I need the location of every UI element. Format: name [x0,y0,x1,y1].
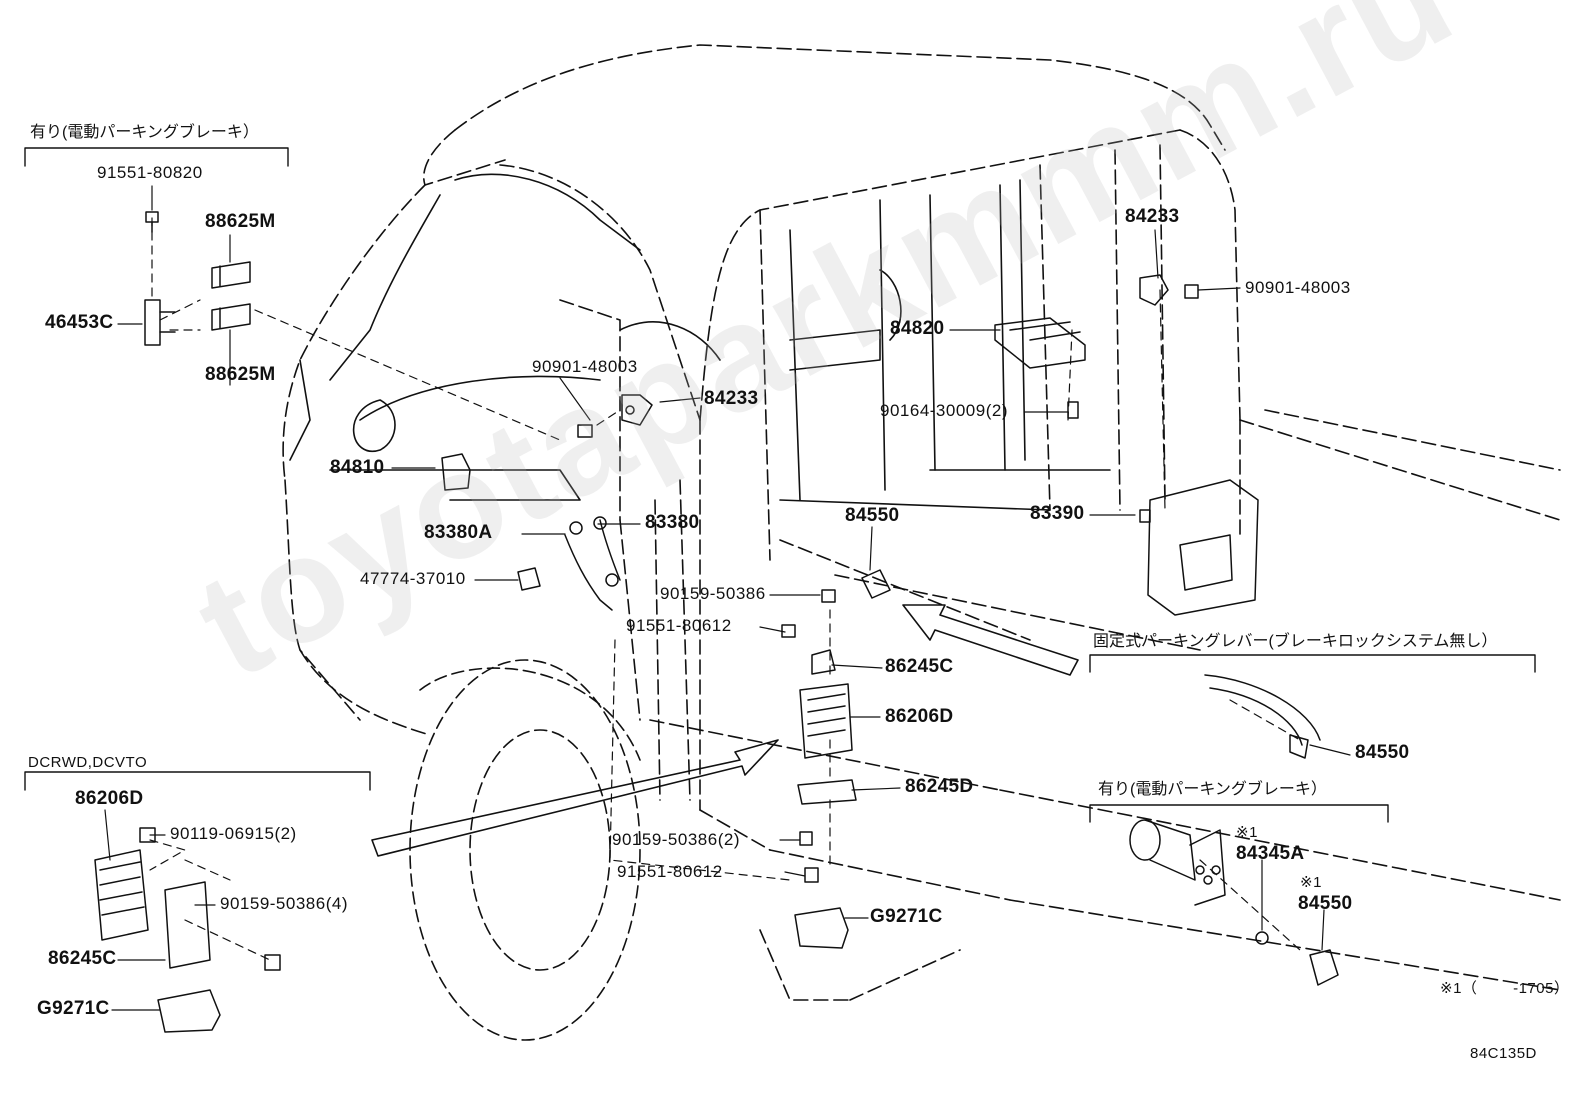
tire [409,659,641,1041]
part-label-47774-37010[interactable]: 47774-37010 [360,569,466,588]
footnote: ※1（ -1705） [1440,980,1570,997]
footnote-mark-84345a: ※1 [1236,824,1258,841]
part-label-83380a[interactable]: 83380A [424,522,493,543]
part-label-90159-50386-mid[interactable]: 90159-50386 [660,584,766,603]
window-frames [289,173,1111,511]
part-label-g9271c-left[interactable]: G9271C [37,998,110,1019]
part-label-91551-80612-low[interactable]: 91551-80612 [617,862,723,881]
part-label-83390[interactable]: 83390 [1030,503,1085,524]
arrows [371,604,1079,857]
part-label-84233-right[interactable]: 84233 [1125,206,1180,227]
part-label-91551-80820[interactable]: 91551-80820 [97,163,203,182]
part-label-84550-epb[interactable]: 84550 [1298,893,1353,914]
part-label-90159-50386-4[interactable]: 90159-50386(4) [220,894,348,913]
part-label-84810[interactable]: 84810 [330,457,385,478]
part-label-90119-06915[interactable]: 90119-06915(2) [170,824,297,843]
leader-lines [104,185,1351,1011]
part-label-90901-48003-mid[interactable]: 90901-48003 [532,357,638,376]
part-label-84820[interactable]: 84820 [890,318,945,339]
part-label-84550-lever[interactable]: 84550 [1355,742,1410,763]
part-label-90901-48003-right[interactable]: 90901-48003 [1245,278,1351,297]
part-label-83380[interactable]: 83380 [645,512,700,533]
group-title-fixed-lever: 固定式パーキングレバー(ブレーキロックシステム無し） [1093,633,1498,650]
part-label-91551-80612-mid[interactable]: 91551-80612 [626,616,732,635]
part-label-86206d-left[interactable]: 86206D [75,788,144,809]
part-label-84550-mid[interactable]: 84550 [845,505,900,526]
part-label-90159-50386-2[interactable]: 90159-50386(2) [612,830,740,849]
parts [94,211,1339,1033]
part-label-84345a[interactable]: 84345A [1236,843,1305,864]
part-label-88625m-lower[interactable]: 88625M [205,364,276,385]
part-label-86245c-mid[interactable]: 86245C [885,656,954,677]
part-label-86245d-mid[interactable]: 86245D [905,776,974,797]
group-title-dcrwd: DCRWD,DCVTO [28,754,148,771]
group-brackets [24,147,1536,823]
part-label-90164-30009[interactable]: 90164-30009(2) [880,401,1008,420]
diagram-code: 84C135D [1470,1045,1537,1062]
part-label-46453c[interactable]: 46453C [45,312,114,333]
part-label-84233-mid[interactable]: 84233 [704,388,759,409]
group-title-epb-left: 有り(電動パーキングブレーキ） [30,124,259,141]
group-title-epb-right: 有り(電動パーキングブレーキ） [1098,781,1327,798]
part-label-88625m-upper[interactable]: 88625M [205,211,276,232]
part-label-86206d-mid[interactable]: 86206D [885,706,954,727]
part-label-86245c-left[interactable]: 86245C [48,948,117,969]
part-label-g9271c-mid[interactable]: G9271C [870,906,943,927]
footnote-mark-84550-epb: ※1 [1300,874,1322,891]
cab-outline [282,44,1561,1001]
